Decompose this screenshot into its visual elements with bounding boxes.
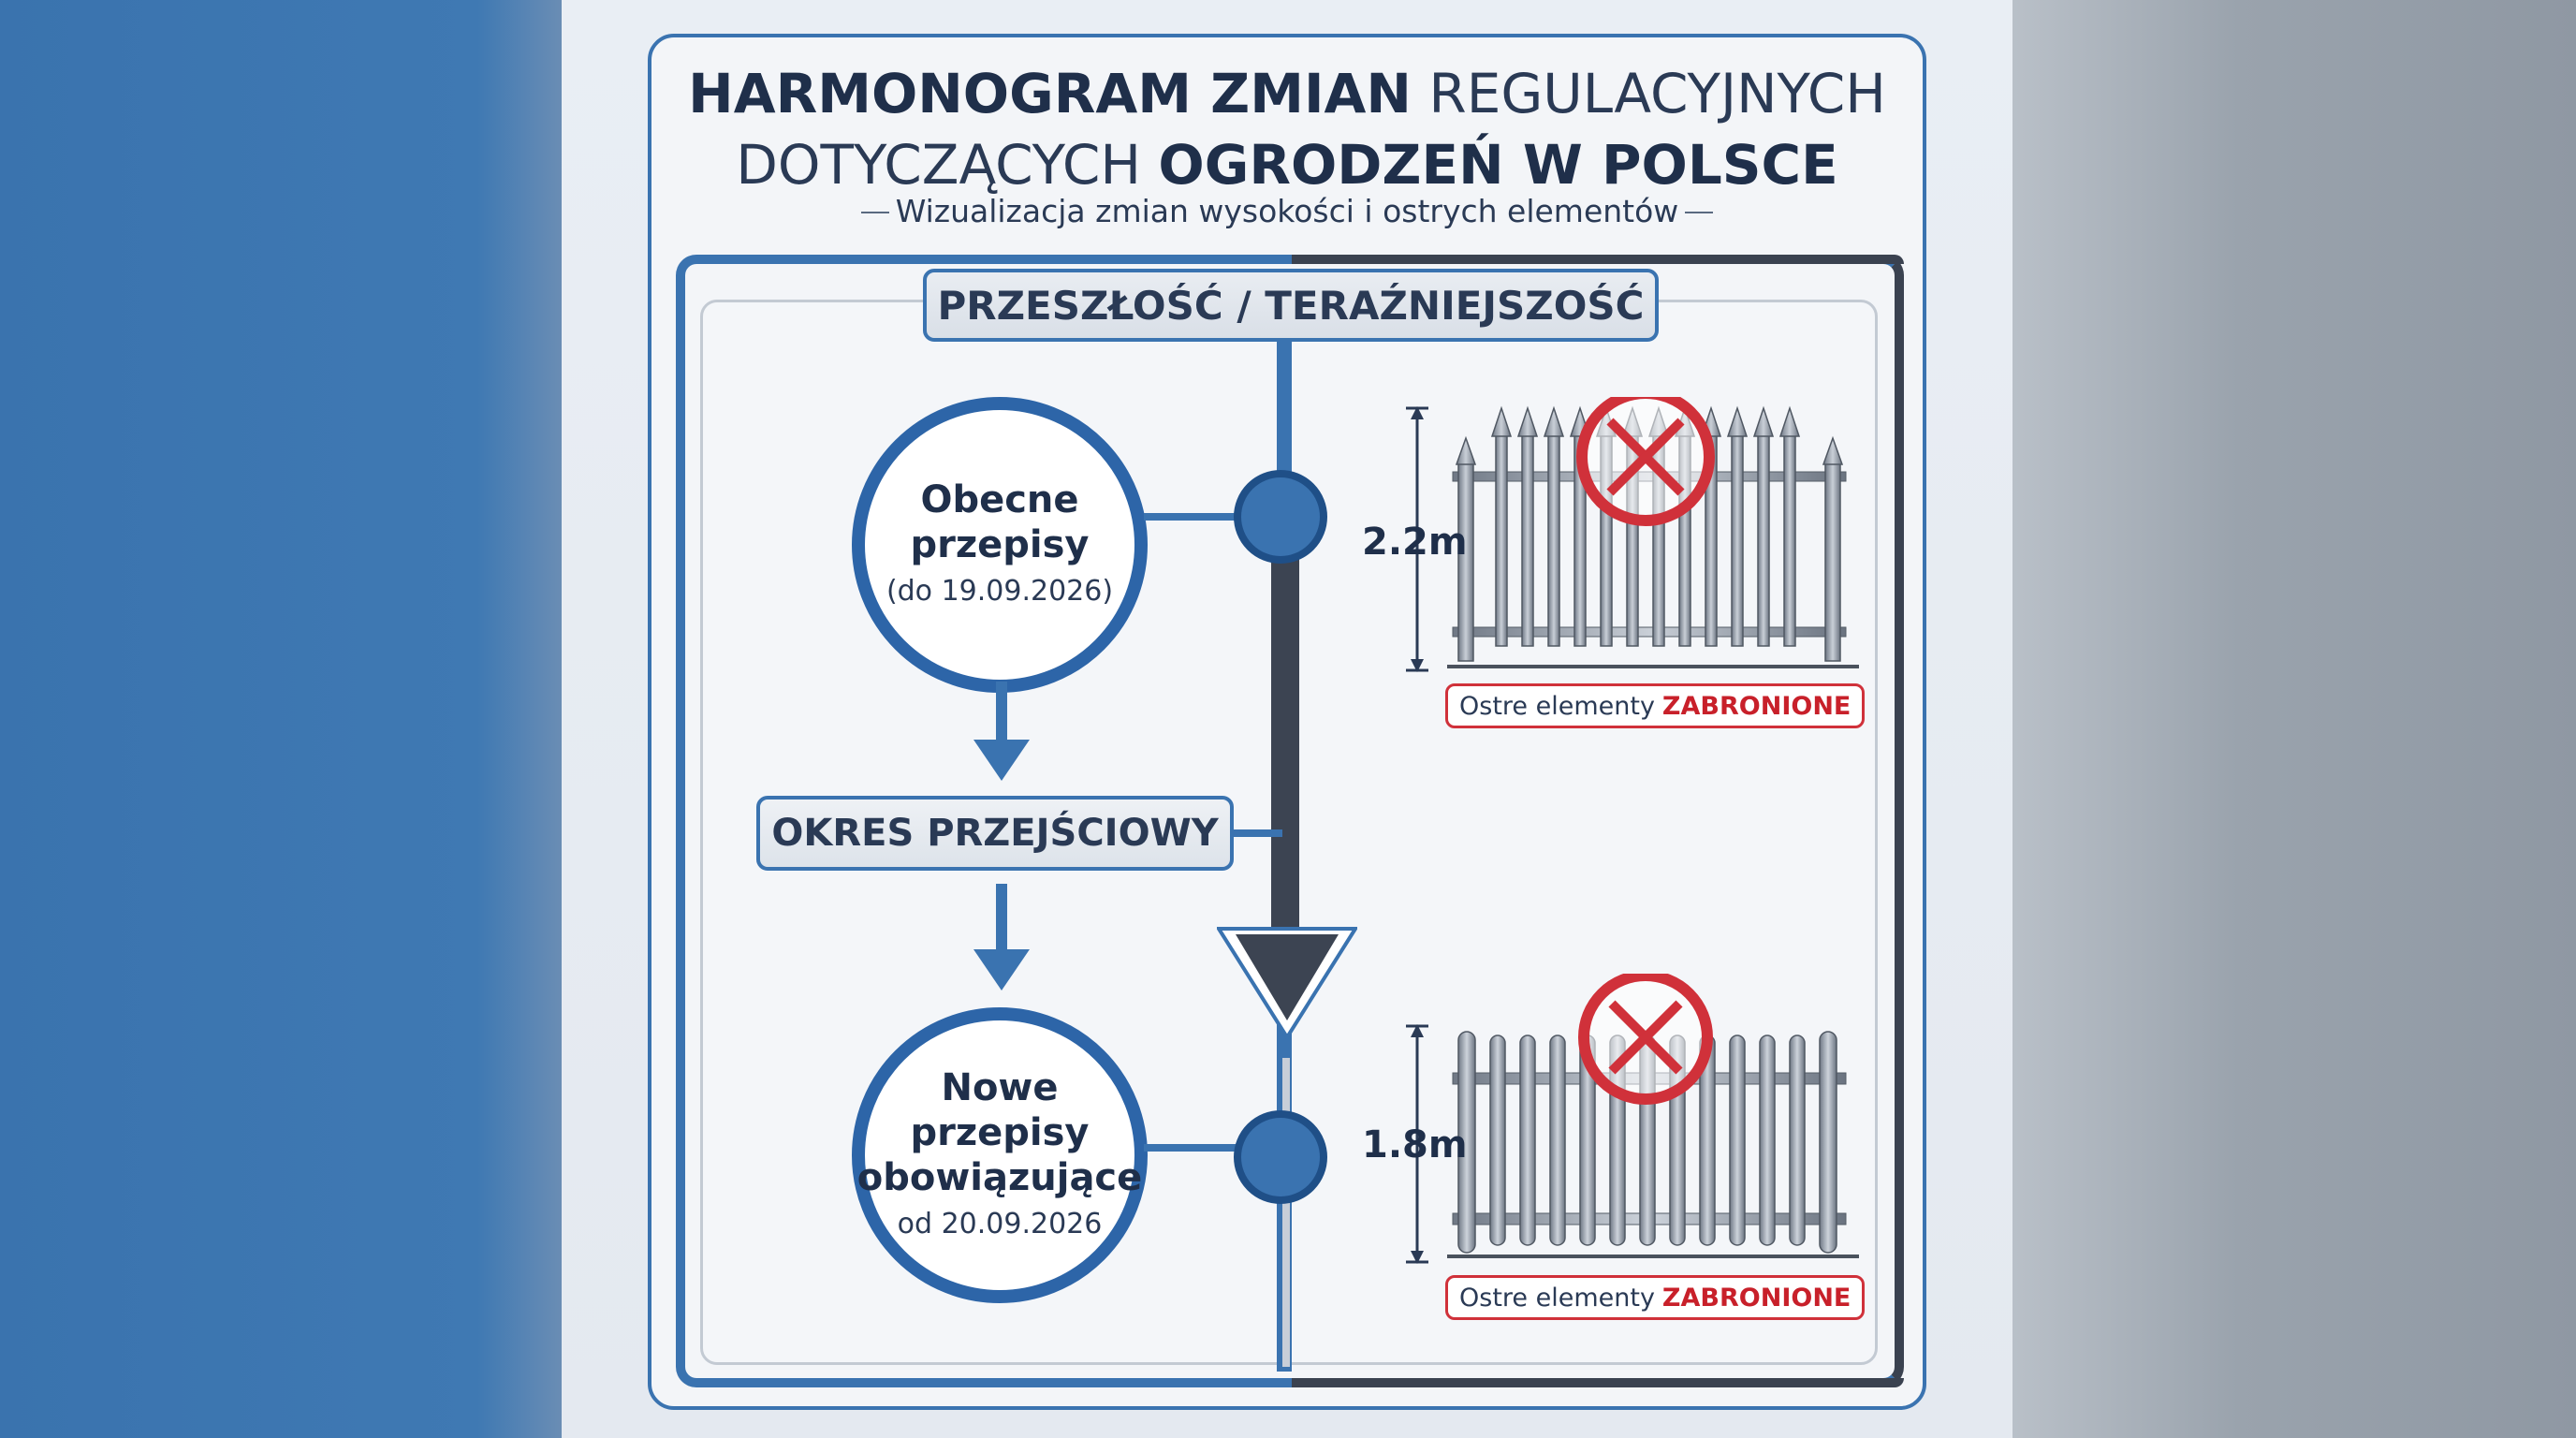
transition-period-box: OKRES PRZEJŚCIOWY	[756, 796, 1234, 871]
badge-status: ZABRONIONE	[1661, 691, 1852, 721]
title-line1-bold: HARMONOGRAM ZMIAN	[688, 62, 1412, 125]
background-right	[2012, 0, 2576, 1438]
current-line2: przepisy	[910, 523, 1090, 566]
timeline-frame	[676, 255, 1904, 1387]
new-line1: Nowe przepisy	[910, 1066, 1090, 1154]
fence-bottom-height-label: 1.8m	[1362, 1123, 1468, 1167]
badge-prefix: Ostre elementy	[1459, 1283, 1655, 1313]
fence-top-warning-badge: Ostre elementy ZABRONIONE	[1445, 683, 1866, 728]
subtitle: Wizualizacja zmian wysokości i ostrych e…	[895, 193, 1679, 229]
new-date: od 20.09.2026	[897, 1208, 1103, 1240]
page-title: HARMONOGRAM ZMIAN REGULACYJNYCH DOTYCZĄC…	[648, 58, 1926, 200]
title-line2-bold: OGRODZEŃ W POLSCE	[1158, 133, 1838, 197]
timeline-node-new	[1234, 1110, 1327, 1204]
current-connector	[1144, 513, 1237, 521]
prohibited-icon	[1576, 397, 1715, 526]
fence-top-height-label: 2.2m	[1362, 521, 1468, 564]
prohibited-icon	[1578, 974, 1713, 1105]
transition-connector	[1234, 829, 1282, 837]
arrow-down-icon	[973, 884, 1030, 992]
fence-spiked-icon	[1406, 397, 1859, 672]
frame-top-right-edge	[1292, 255, 1904, 264]
arrow-down-icon	[973, 682, 1030, 783]
frame-bottom-right-edge	[1292, 1378, 1904, 1387]
current-date: (do 19.09.2026)	[886, 575, 1114, 608]
current-line1: Obecne	[920, 478, 1079, 521]
subtitle-rule-left	[861, 212, 889, 213]
new-line2: obowiązujące	[856, 1156, 1143, 1199]
background-left	[0, 0, 562, 1438]
fence-rounded-icon	[1406, 974, 1859, 1264]
timeline-line-dark	[1271, 524, 1299, 955]
period-header: PRZESZŁOŚĆ / TERAŹNIEJSZOŚĆ	[923, 269, 1659, 342]
title-line-1: HARMONOGRAM ZMIAN REGULACYJNYCH	[648, 58, 1926, 129]
new-regulations-circle: Nowe przepisy obowiązujące od 20.09.2026	[852, 1007, 1148, 1303]
title-line1-light: REGULACYJNYCH	[1428, 62, 1886, 125]
current-regulations-circle: Obecne przepisy (do 19.09.2026)	[852, 397, 1148, 693]
badge-status: ZABRONIONE	[1661, 1283, 1852, 1313]
subtitle-rule-right	[1685, 212, 1713, 213]
new-connector	[1144, 1144, 1237, 1152]
badge-prefix: Ostre elementy	[1459, 691, 1655, 721]
subtitle-row: Wizualizacja zmian wysokości i ostrych e…	[861, 191, 1713, 229]
fence-bottom-warning-badge: Ostre elementy ZABRONIONE	[1445, 1275, 1866, 1320]
timeline-line-light	[1282, 1058, 1290, 1367]
title-line-2: DOTYCZĄCYCH OGRODZEŃ W POLSCE	[648, 129, 1926, 200]
timeline-node-current	[1234, 470, 1327, 564]
title-line2-light: DOTYCZĄCYCH	[736, 133, 1141, 197]
timeline-arrow-icon	[1217, 927, 1357, 1039]
